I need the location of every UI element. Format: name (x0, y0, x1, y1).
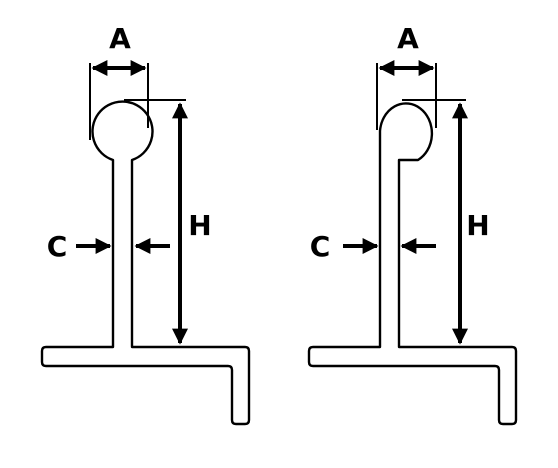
right-a-label: A (397, 22, 419, 55)
left-c-label: C (47, 230, 68, 263)
left-profile-outline (40, 100, 251, 426)
left-h-label: H (188, 209, 211, 242)
left-a-label: A (109, 22, 131, 55)
right-profile: A H C (307, 22, 518, 426)
right-profile-outline (307, 102, 518, 426)
right-c-label: C (310, 230, 331, 263)
right-h-label: H (466, 209, 489, 242)
left-profile: A H C (40, 22, 251, 426)
